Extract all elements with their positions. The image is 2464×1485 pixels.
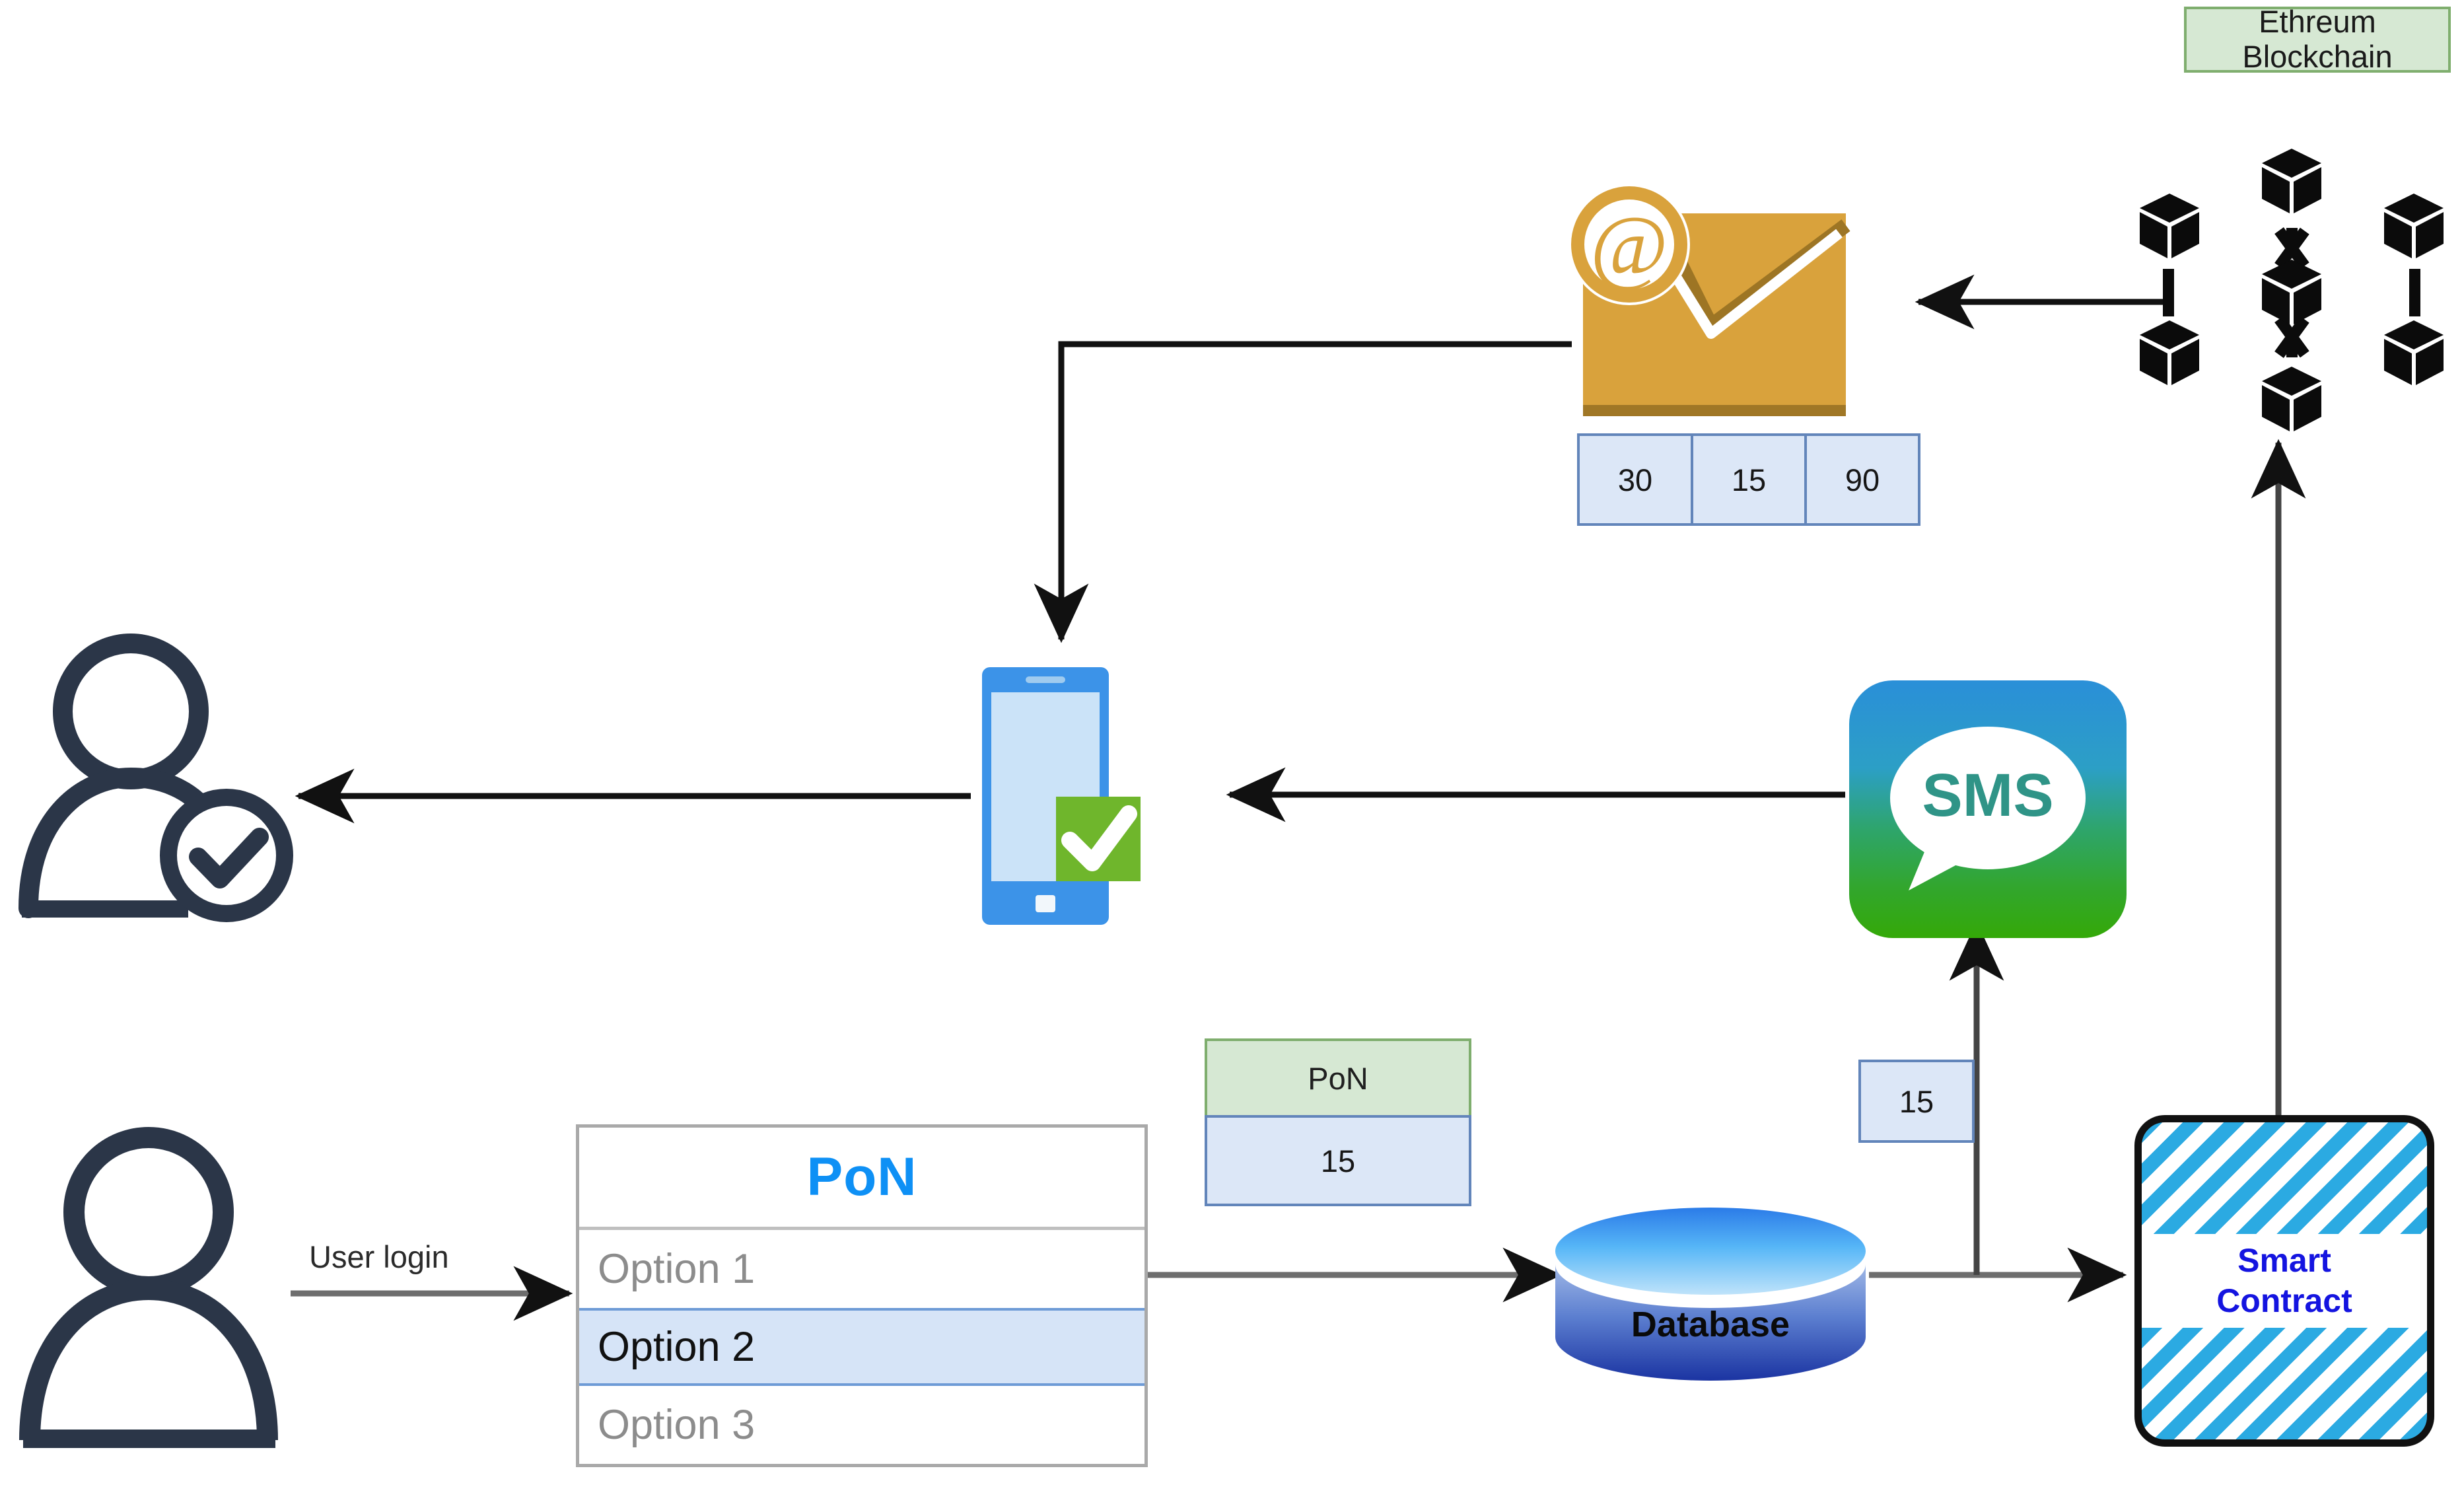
pon-option-table: PoN Option 1 Option 2 Option 3 <box>576 1124 1148 1467</box>
pon-option-row-2[interactable]: Option 2 <box>579 1308 1144 1386</box>
ethereum-label-line1: Ethreum <box>2259 4 2376 40</box>
pon-option-label-1: Option 1 <box>598 1246 756 1292</box>
pon-option-label-3: Option 3 <box>598 1402 756 1448</box>
pon-value-box-value: 15 <box>1205 1115 1471 1206</box>
database-label: Database <box>1631 1305 1790 1344</box>
email-count-cell-2: 15 <box>1691 433 1807 526</box>
smartphone-icon <box>982 667 1141 925</box>
smart-contract-line2: Contract <box>2216 1282 2352 1319</box>
verified-user-icon <box>18 634 293 922</box>
svg-text:@: @ <box>1590 199 1668 293</box>
ethereum-label-line2: Blockchain <box>2242 39 2393 74</box>
pon-value-box: PoN 15 <box>1205 1038 1471 1206</box>
pon-option-label-2: Option 2 <box>598 1324 756 1370</box>
email-count-cell-3: 90 <box>1804 433 1920 526</box>
sms-label: SMS <box>1922 762 2053 829</box>
green-check-badge-icon <box>1056 797 1141 881</box>
blockchain-network-icon <box>2140 149 2444 431</box>
edge-label-user-login: User login <box>309 1239 449 1274</box>
email-count-cell-1: 30 <box>1577 433 1693 526</box>
smart-contract-line1: Smart <box>2237 1242 2331 1279</box>
sms-value-box: 15 <box>1858 1060 1975 1143</box>
edge-email-to-phone <box>1034 341 1572 643</box>
sms-bubble-icon: SMS <box>1849 680 2127 938</box>
email-at-envelope-icon: @ <box>1568 184 1850 416</box>
pon-option-row-3[interactable]: Option 3 <box>579 1386 1144 1464</box>
smart-contract-text: Smart Contract <box>2142 1234 2427 1328</box>
smart-contract-icon: Smart Contract <box>2134 1115 2434 1447</box>
user-icon <box>19 1127 278 1448</box>
pon-value-box-header: PoN <box>1205 1038 1471 1118</box>
pon-table-header: PoN <box>579 1128 1144 1230</box>
database-cylinder-icon: Database <box>1549 1193 1872 1385</box>
pon-table-header-label: PoN <box>806 1147 917 1207</box>
email-counts-table: 30 15 90 <box>1577 433 1920 526</box>
pon-option-row-1[interactable]: Option 1 <box>579 1230 1144 1308</box>
ethereum-blockchain-label: Ethreum Blockchain <box>2184 4 2451 74</box>
